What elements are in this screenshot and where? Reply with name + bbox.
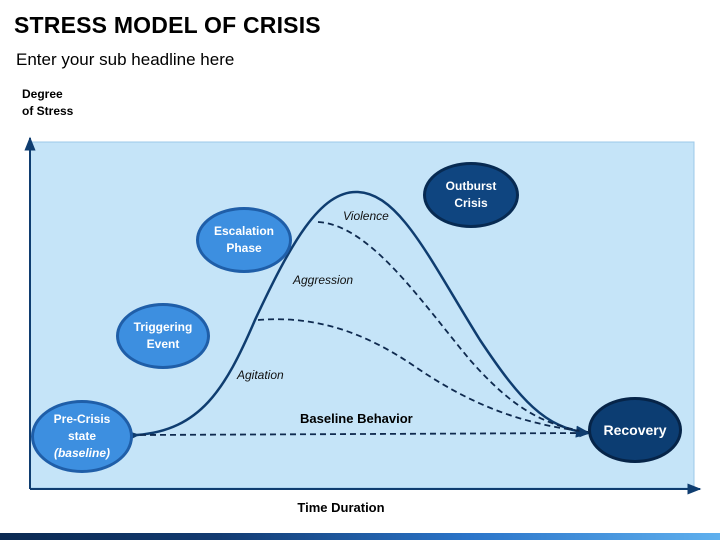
- page-subtitle: Enter your sub headline here: [16, 50, 235, 69]
- y-axis-label: Degree of Stress: [22, 86, 73, 120]
- node-escalation-phase: Escalation Phase: [196, 207, 292, 273]
- node-recovery-label: Recovery: [603, 421, 667, 438]
- y-axis-label-line1: Degree: [22, 87, 63, 101]
- node-escalation-line2: Phase: [226, 241, 262, 255]
- stress-curve: [124, 190, 591, 442]
- node-pre-crisis-line3: (baseline): [53, 446, 110, 460]
- node-triggering-line1: Triggering: [133, 320, 193, 334]
- node-pre-crisis-line1: Pre-Crisis: [53, 412, 111, 426]
- node-triggering-event: Triggering Event: [116, 303, 210, 369]
- x-axis-label: Time Duration: [297, 500, 385, 515]
- node-pre-crisis-state: Pre-Crisis state (baseline): [31, 400, 133, 473]
- y-axis-label-line2: of Stress: [22, 104, 74, 118]
- node-triggering-line2: Event: [146, 337, 180, 351]
- node-outburst-line1: Outburst: [445, 179, 497, 193]
- label-baseline-behavior: Baseline Behavior: [300, 411, 413, 426]
- label-violence: Violence: [343, 209, 389, 223]
- page-title: STRESS MODEL OF CRISIS: [14, 12, 321, 38]
- node-recovery: Recovery: [588, 397, 682, 463]
- node-outburst-crisis: Outburst Crisis: [423, 162, 519, 228]
- baseline-behavior-dashed: [139, 428, 591, 438]
- aggression-branch-dashed: [257, 318, 589, 433]
- label-agitation: Agitation: [237, 368, 284, 382]
- node-outburst-line2: Crisis: [454, 196, 488, 210]
- footer-stripe: [0, 533, 720, 540]
- node-pre-crisis-line2: state: [67, 429, 96, 443]
- node-escalation-line1: Escalation: [213, 224, 275, 238]
- label-aggression: Aggression: [293, 273, 354, 287]
